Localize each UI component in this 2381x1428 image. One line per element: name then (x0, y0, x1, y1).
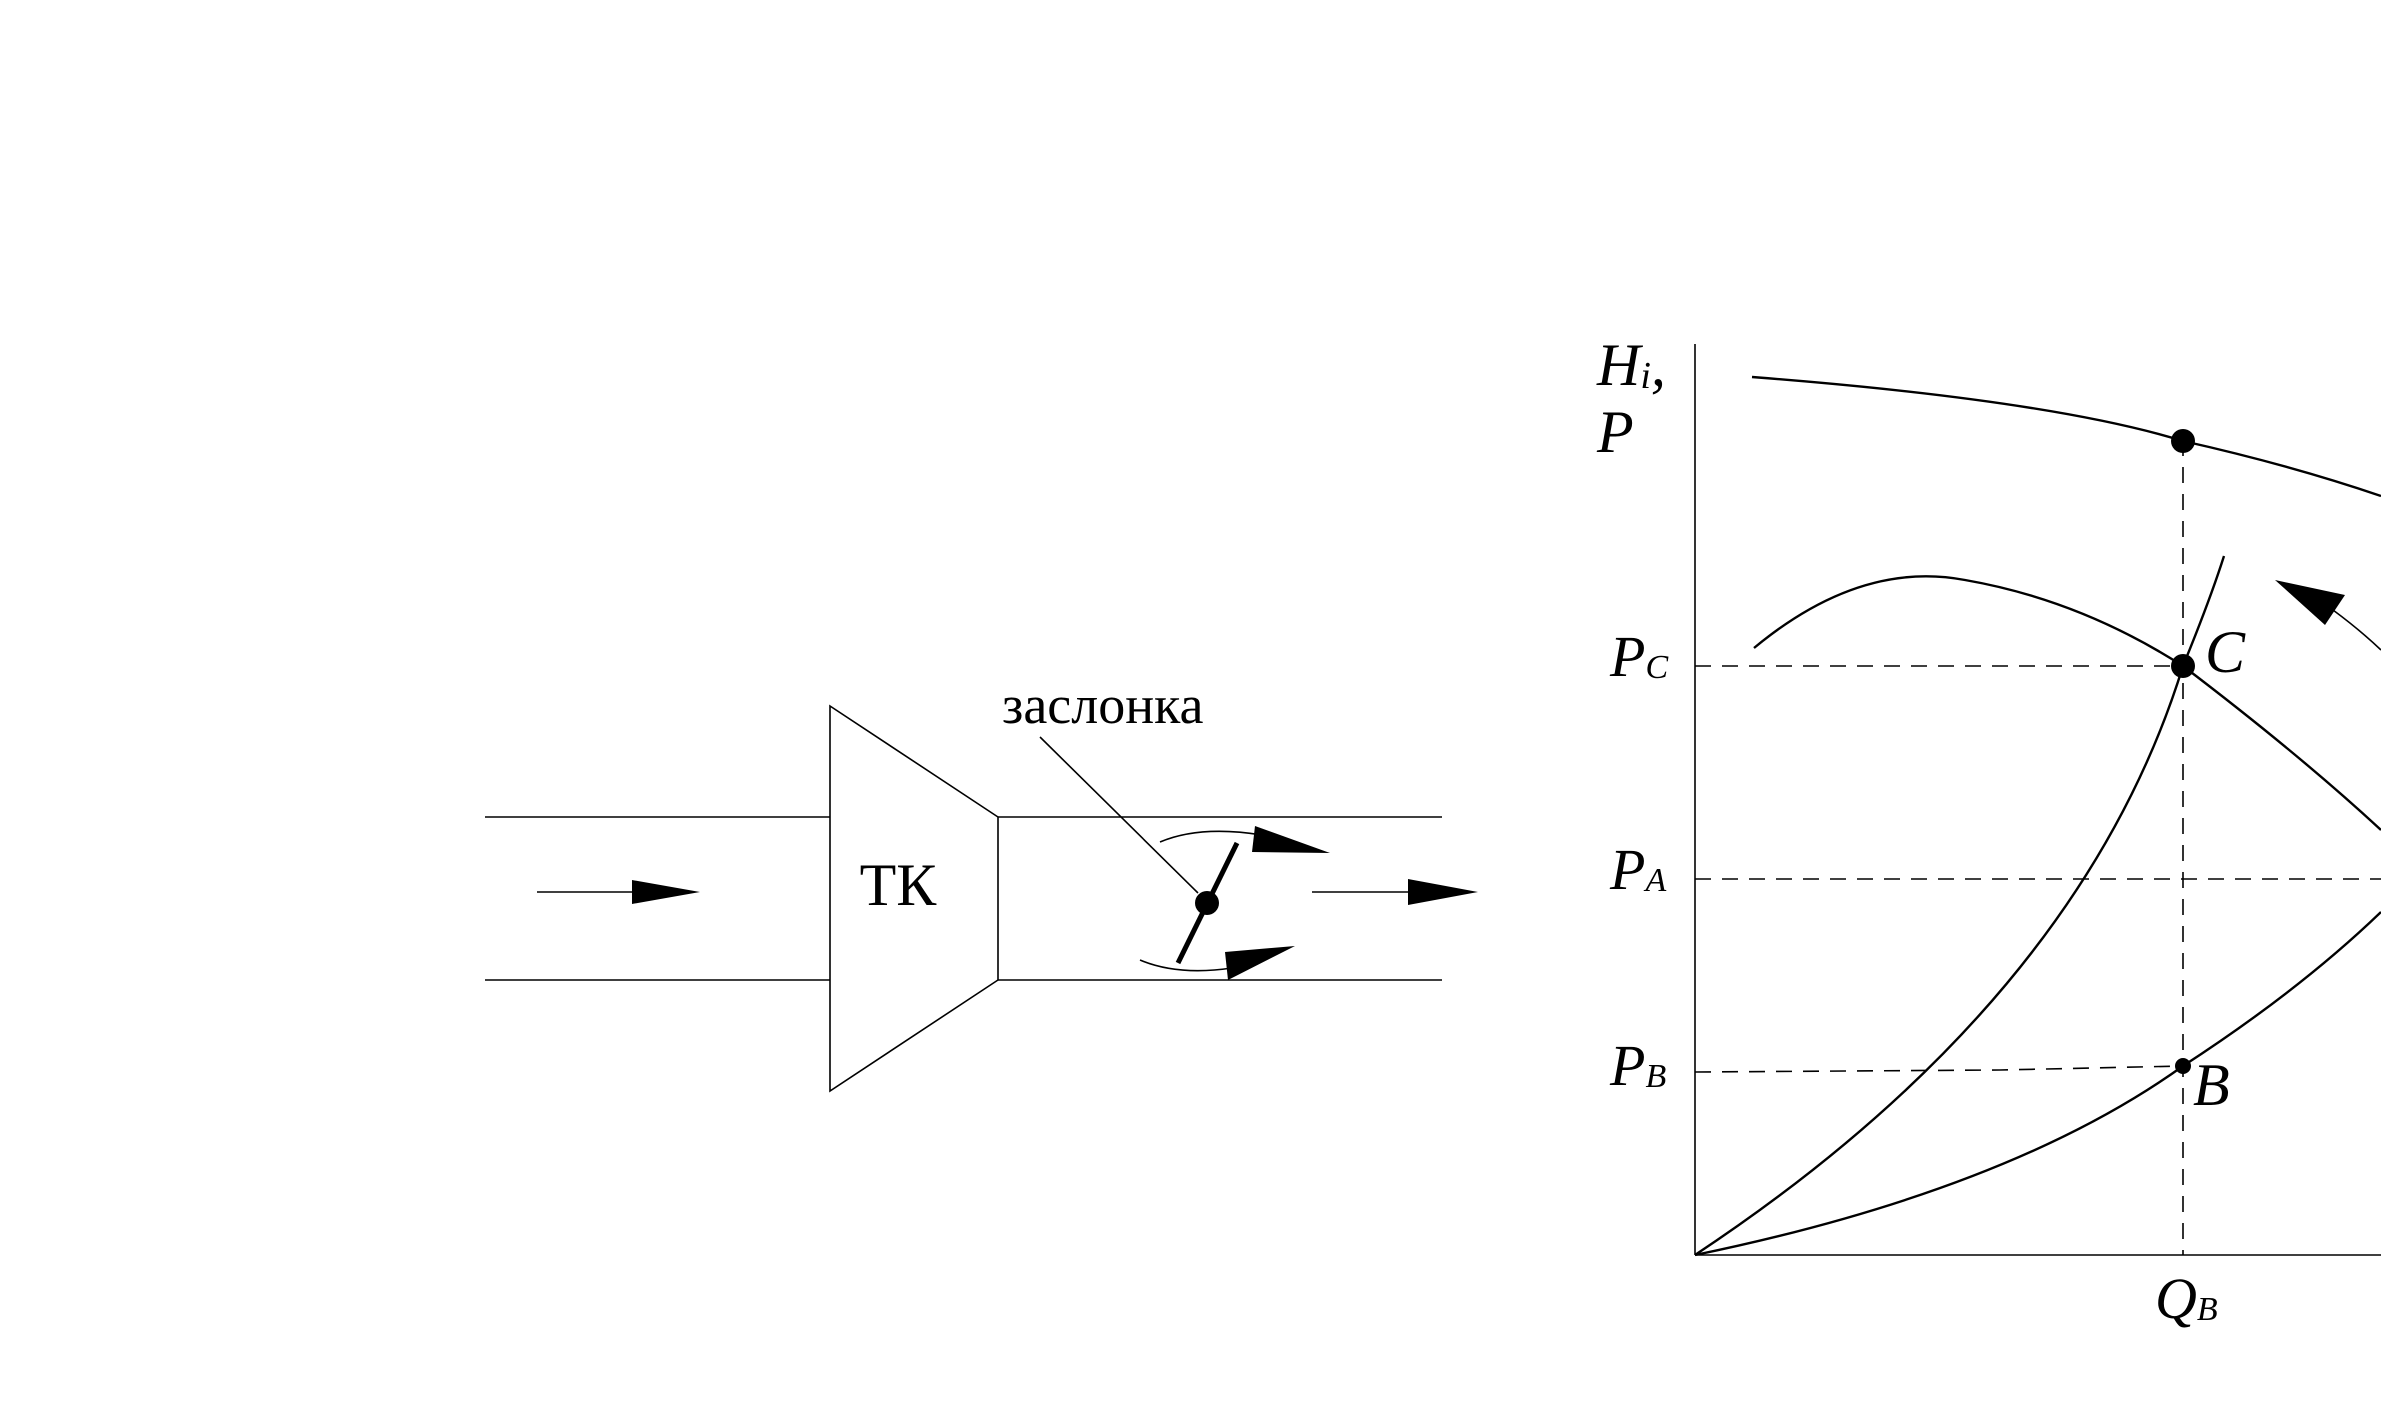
x-tick-label-qb: QB (2155, 1266, 2218, 1331)
point-label-b: B (2193, 1052, 2230, 1118)
level-label-pb: PB (1609, 1033, 1666, 1098)
damper-rotation-arrow-bottom (1139, 946, 1295, 980)
damper-leader-line (1039, 736, 1199, 894)
curve-network-steep (1694, 555, 2226, 1257)
turbocompressor-label: ТК (860, 852, 938, 918)
pipeline-schematic: ТК заслонка (485, 675, 1478, 1093)
guide-pb (1694, 1065, 2184, 1073)
level-label-pc: PC (1609, 624, 1668, 689)
damper-pivot (1195, 891, 1219, 915)
point-c (2171, 654, 2195, 678)
damper-label: заслонка (1002, 675, 1204, 735)
y-axis-label: Hi, (1596, 332, 1666, 398)
point-label-c: C (2205, 619, 2246, 685)
curve-network-flat (1694, 911, 2381, 1257)
level-label-pa: PA (1609, 837, 1666, 902)
point-b (2175, 1058, 2191, 1074)
point-upper (2171, 429, 2195, 453)
inlet-flow-arrow (537, 880, 700, 904)
curve-compressor-characteristic (1753, 575, 2381, 831)
outlet-flow-arrow (1312, 879, 1478, 905)
damper (1139, 826, 1330, 980)
y-axis-label-p: P (1596, 399, 1634, 465)
characteristic-plot: Hi, P PC PA PB QB C (1596, 332, 2381, 1331)
operating-point-shift-arrow (2275, 580, 2381, 651)
curve-upper-characteristic (1751, 375, 2381, 498)
damper-rotation-arrow-top (1159, 826, 1330, 853)
